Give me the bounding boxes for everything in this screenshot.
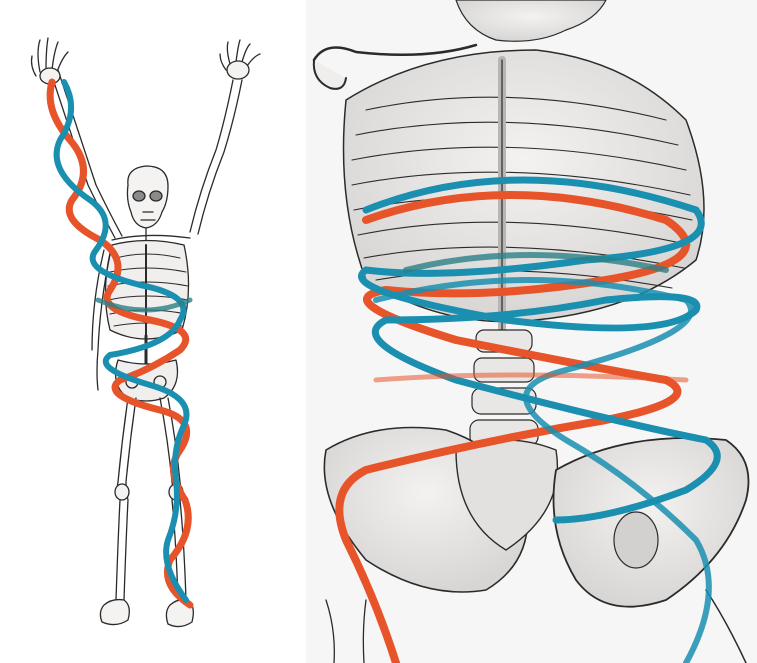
torso-closeup-illustration (306, 0, 757, 663)
skull (127, 166, 168, 228)
cervical-spine (456, 0, 606, 41)
femur-left (326, 600, 366, 663)
obturator-foramen (614, 512, 658, 568)
spiral-bands-full-body (50, 82, 190, 605)
femur-right (706, 590, 746, 663)
shoulder-joint (314, 60, 346, 89)
teal-band (57, 82, 187, 600)
left-hand (32, 38, 69, 84)
clavicle (112, 235, 190, 240)
torso-bones (314, 0, 749, 663)
right-humerus (190, 80, 233, 232)
right-hand (220, 40, 260, 79)
orange-band (50, 82, 190, 605)
torso-closeup-panel (306, 0, 757, 663)
left-leg (100, 398, 136, 625)
full-skeleton-panel (0, 0, 306, 663)
full-skeleton-illustration (0, 0, 306, 663)
